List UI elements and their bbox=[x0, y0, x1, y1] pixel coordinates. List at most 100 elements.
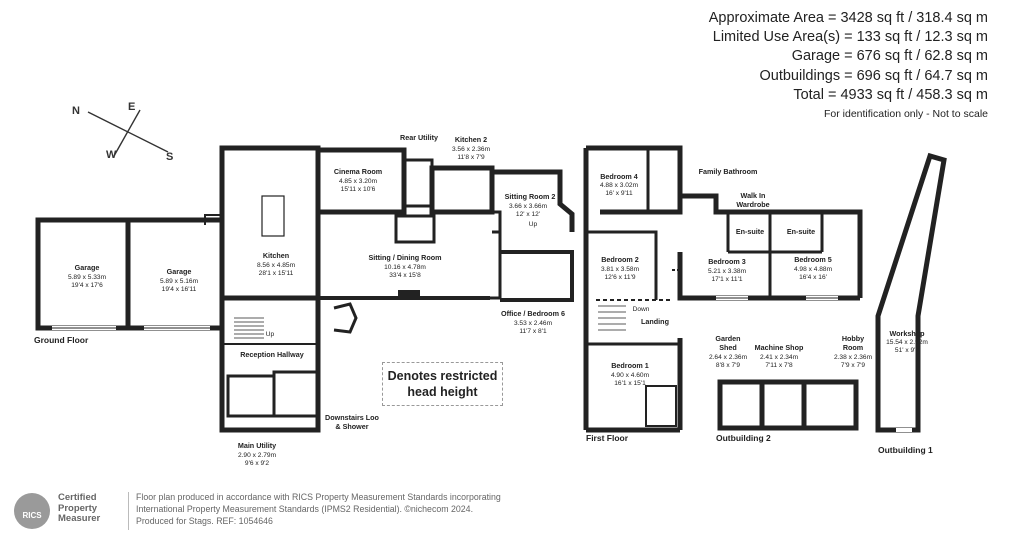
outbuilding2-label: Outbuilding 2 bbox=[716, 433, 771, 443]
compass-n: N bbox=[72, 105, 80, 117]
loo-name2: & Shower bbox=[335, 422, 368, 431]
walk-in-name: Walk In bbox=[741, 191, 766, 200]
workshop-metric: 15.54 x 2.92m bbox=[886, 339, 928, 346]
office-metric: 3.53 x 2.46m bbox=[514, 320, 553, 327]
machine-shop-imperial: 7'11 x 7'8 bbox=[765, 362, 793, 369]
footer-line1: Floor plan produced in accordance with R… bbox=[136, 492, 501, 502]
garage2-metric: 5.89 x 5.16m bbox=[160, 278, 199, 285]
ground-floor-label: Ground Floor bbox=[34, 335, 89, 345]
garden-shed-name: Garden bbox=[715, 334, 740, 343]
footer-line3: Produced for Stags. REF: 1054646 bbox=[136, 516, 273, 526]
rics-line2: Property bbox=[58, 502, 98, 514]
up-label: Up bbox=[266, 331, 275, 338]
machine-shop-name: Machine Shop bbox=[755, 343, 804, 352]
bed4-name: Bedroom 4 bbox=[600, 172, 638, 181]
approximate-area: Approximate Area = 3428 sq ft / 318.4 sq… bbox=[708, 10, 988, 26]
compass-icon bbox=[87, 109, 169, 157]
main-utility-imperial: 9'6 x 9'2 bbox=[245, 460, 269, 467]
ensuite1-name: En-suite bbox=[736, 227, 764, 236]
rics-line3: Measurer bbox=[58, 513, 101, 524]
first-floor-label: First Floor bbox=[586, 433, 629, 443]
restricted-head-height-legend: Denotes restricted head height bbox=[382, 362, 503, 406]
rics-logo: RICS bbox=[14, 493, 50, 529]
reception-name: Reception Hallway bbox=[240, 350, 304, 359]
restricted-line1: Denotes restricted bbox=[387, 369, 498, 383]
rics-logo-text: RICS bbox=[22, 511, 42, 520]
garage1-metric: 5.89 x 5.33m bbox=[68, 274, 107, 281]
footer-divider bbox=[128, 492, 129, 530]
kitchen2-metric: 3.56 x 2.36m bbox=[452, 146, 491, 153]
compass-s: S bbox=[166, 151, 173, 163]
garage1-name: Garage bbox=[75, 263, 100, 272]
landing-name: Landing bbox=[641, 317, 669, 326]
bed5-metric: 4.98 x 4.88m bbox=[794, 266, 833, 273]
outbuilding1-label: Outbuilding 1 bbox=[878, 445, 933, 455]
bed4-imperial: 16' x 9'11 bbox=[605, 190, 633, 197]
bed4-metric: 4.88 x 3.02m bbox=[600, 182, 639, 189]
garden-shed-imperial: 8'8 x 7'9 bbox=[716, 362, 740, 369]
office-name: Office / Bedroom 6 bbox=[501, 309, 565, 318]
office-imperial: 11'7 x 8'1 bbox=[519, 328, 547, 335]
sitting-dining-imperial: 33'4 x 15'8 bbox=[389, 272, 421, 279]
identification-note: For identification only - Not to scale bbox=[824, 108, 988, 120]
ensuite2-name: En-suite bbox=[787, 227, 815, 236]
restricted-line2: head height bbox=[407, 384, 478, 399]
hobby-name: Hobby bbox=[842, 334, 864, 343]
garden-shed-metric: 2.64 x 2.36m bbox=[709, 354, 748, 361]
hobby-metric: 2.38 x 2.36m bbox=[834, 354, 873, 361]
rics-certified-text: Certified Property Measurer bbox=[58, 492, 101, 525]
main-utility-name: Main Utility bbox=[238, 441, 276, 450]
kitchen2-name: Kitchen 2 bbox=[455, 135, 487, 144]
rics-line1: Certified bbox=[58, 492, 97, 503]
compass-e: E bbox=[128, 101, 135, 113]
machine-shop-metric: 2.41 x 2.34m bbox=[760, 354, 799, 361]
bed2-metric: 3.81 x 3.58m bbox=[601, 266, 640, 273]
hobby-name2: Room bbox=[843, 343, 863, 352]
garage-area: Garage = 676 sq ft / 62.8 sq m bbox=[791, 48, 988, 65]
cinema-metric: 4.85 x 3.20m bbox=[339, 178, 378, 185]
hobby-imperial: 7'9 x 7'9 bbox=[841, 362, 865, 369]
workshop-imperial: 51' x 9'7 bbox=[895, 347, 919, 354]
sitting2-name: Sitting Room 2 bbox=[505, 192, 556, 201]
total-area: Total = 4933 sq ft / 458.3 sq m bbox=[793, 86, 988, 103]
bed1-imperial: 16'1 x 15'1 bbox=[614, 380, 646, 387]
rear-utility-name: Rear Utility bbox=[400, 133, 438, 142]
sitting-dining-metric: 10.16 x 4.78m bbox=[384, 264, 426, 271]
sitting2-imperial: 12' x 12' bbox=[516, 211, 540, 218]
bed5-name: Bedroom 5 bbox=[794, 255, 832, 264]
kitchen-metric: 8.56 x 4.85m bbox=[257, 262, 296, 269]
family-bathroom-name: Family Bathroom bbox=[699, 167, 758, 176]
bed3-metric: 5.21 x 3.38m bbox=[708, 268, 747, 275]
workshop-name: Workshop bbox=[889, 329, 925, 338]
walk-in-name2: Wardrobe bbox=[736, 200, 769, 209]
bed3-imperial: 17'1 x 11'1 bbox=[712, 276, 743, 283]
cinema-name: Cinema Room bbox=[334, 167, 382, 176]
limited-use-area: Limited Use Area(s) = 133 sq ft / 12.3 s… bbox=[712, 29, 988, 46]
ground-floor-walls bbox=[35, 145, 575, 433]
kitchen-imperial: 28'1 x 15'11 bbox=[259, 270, 294, 277]
bed5-imperial: 16'4 x 16' bbox=[799, 274, 827, 281]
garage2-name: Garage bbox=[167, 267, 192, 276]
main-utility-metric: 2.90 x 2.79m bbox=[238, 452, 277, 459]
up-label-2: Up bbox=[529, 221, 538, 228]
sitting-dining-name: Sitting / Dining Room bbox=[368, 253, 441, 262]
garage1-imperial: 19'4 x 17'6 bbox=[71, 282, 103, 289]
compass-w: W bbox=[106, 149, 117, 161]
loo-name: Downstairs Loo bbox=[325, 413, 380, 422]
kitchen2-imperial: 11'8 x 7'9 bbox=[457, 154, 485, 161]
footer-disclaimer: Floor plan produced in accordance with R… bbox=[136, 491, 501, 527]
garage2-imperial: 19'4 x 16'11 bbox=[162, 286, 197, 293]
kitchen-name: Kitchen bbox=[263, 251, 289, 260]
garden-shed-name2: Shed bbox=[719, 343, 737, 352]
bed2-imperial: 12'6 x 11'9 bbox=[605, 274, 636, 281]
outbuildings-area: Outbuildings = 696 sq ft / 64.7 sq m bbox=[759, 67, 988, 84]
area-summary: Approximate Area = 3428 sq ft / 318.4 sq… bbox=[709, 9, 988, 105]
bed1-name: Bedroom 1 bbox=[611, 361, 649, 370]
footer-line2: International Property Measurement Stand… bbox=[136, 504, 474, 514]
down-label: Down bbox=[633, 306, 650, 313]
outbuilding-walls bbox=[717, 152, 947, 433]
bed3-name: Bedroom 3 bbox=[708, 257, 746, 266]
bed1-metric: 4.90 x 4.60m bbox=[611, 372, 650, 379]
cinema-imperial: 15'11 x 10'6 bbox=[341, 186, 376, 193]
